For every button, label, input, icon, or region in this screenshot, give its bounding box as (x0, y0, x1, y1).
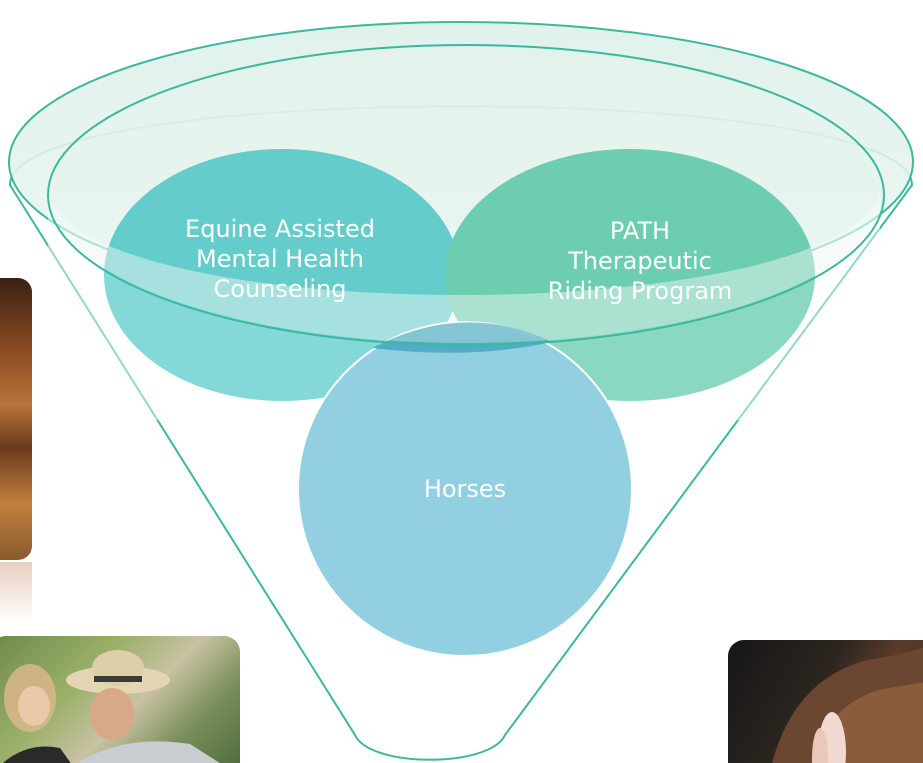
horse-photo-left (0, 278, 32, 560)
bubble-horses (297, 321, 633, 657)
couple-photo (0, 636, 240, 763)
bubble-label-path: PATH Therapeutic Riding Program (547, 217, 733, 305)
people-image (2, 650, 220, 763)
bubble-label-horses: Horses (423, 475, 507, 503)
horse-image (772, 647, 923, 763)
funnel-rim-inner (47, 44, 885, 346)
bubble-label-counseling: Equine Assisted Mental Health Counseling (185, 215, 375, 303)
funnel-inner-wash (48, 190, 880, 420)
horse-photo-right (728, 640, 923, 763)
horse-photo-left-reflection (0, 562, 32, 622)
funnel-rim-inner-fill (50, 47, 882, 343)
bubble-counseling (104, 149, 460, 401)
